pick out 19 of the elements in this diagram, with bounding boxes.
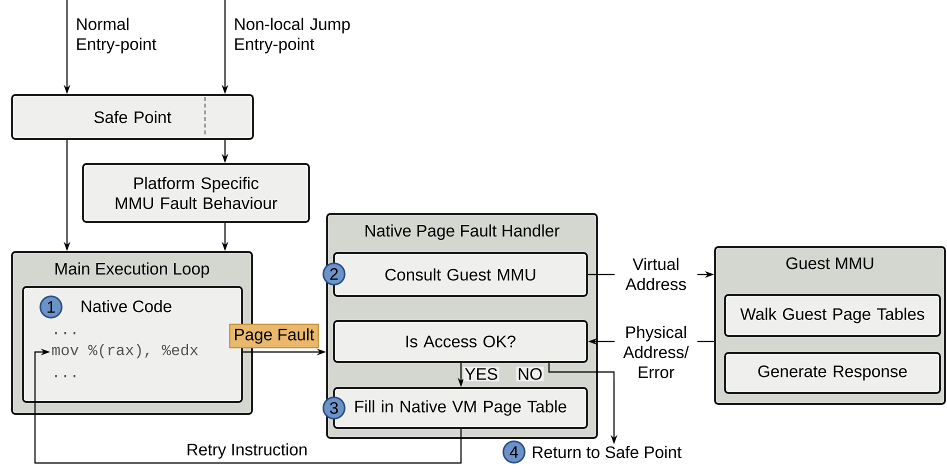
edge-label: Retry Instruction [185, 442, 309, 460]
arrow [34, 348, 462, 464]
edge-label: NO [516, 366, 544, 382]
page-fault-tag: Page Fault [229, 324, 319, 348]
process-box: Generate Response [724, 352, 941, 394]
text-label: Return to Safe Point [532, 446, 682, 458]
edge-label: Non-local Jump Entry-point [235, 18, 350, 54]
callout-number: 3 [322, 396, 346, 420]
callout-number: 2 [322, 262, 346, 286]
callout-number: 4 [502, 440, 526, 464]
edge-label: Physical Address/ Error [614, 324, 698, 380]
process-box: Safe Point [11, 94, 254, 140]
edge-label: Normal Entry-point [77, 18, 156, 54]
callout-number: 1 [40, 296, 62, 318]
edge-label: Virtual Address [614, 256, 698, 292]
process-box: Platform Specific MMU Fault Behaviour [82, 163, 310, 223]
edge-label: YES [463, 366, 500, 382]
process-box: Walk Guest Page Tables [724, 294, 941, 337]
process-box: Is Access OK? [333, 320, 588, 363]
